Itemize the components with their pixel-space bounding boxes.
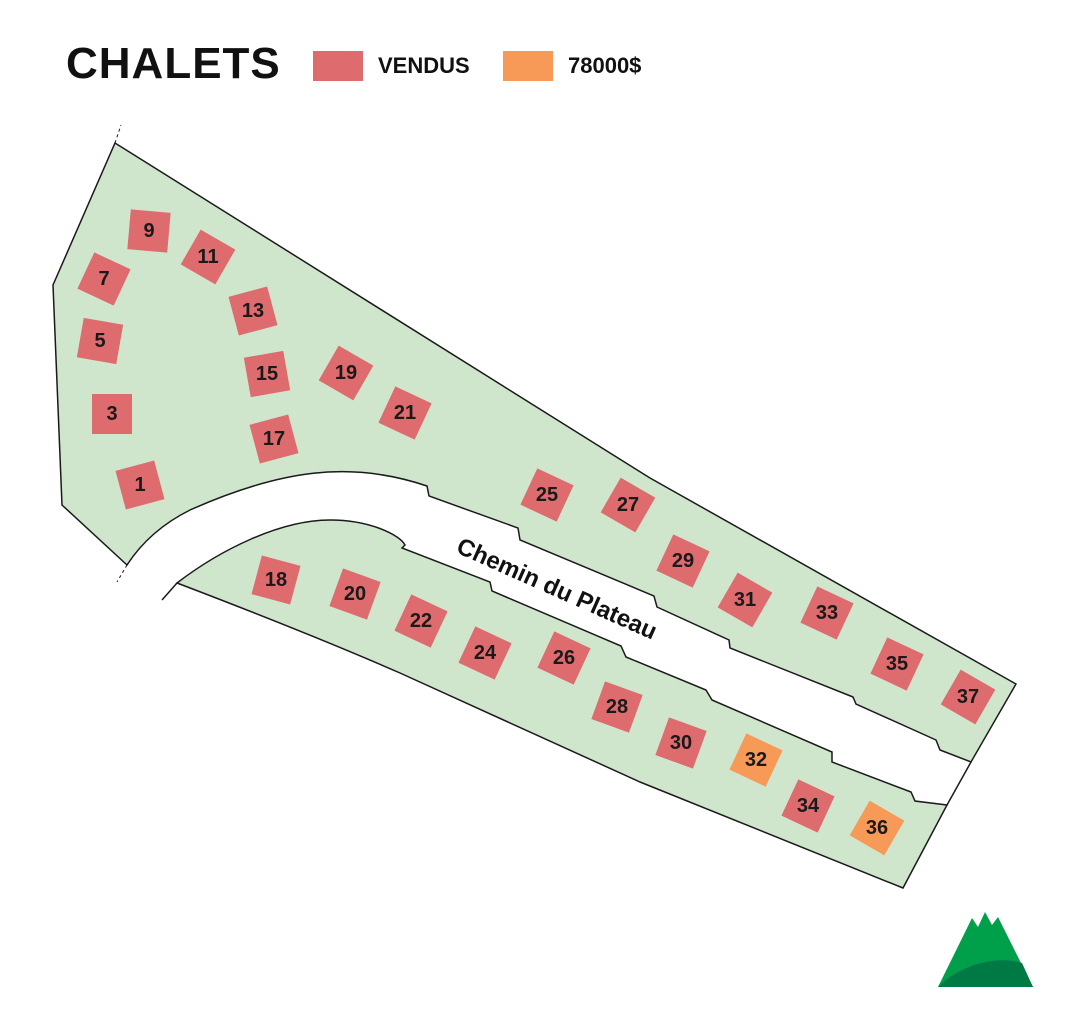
mountain-logo-icon <box>938 912 1033 987</box>
lot-19-label: 19 <box>335 362 357 384</box>
lot-33[interactable]: 33 <box>800 586 854 640</box>
lot-27[interactable]: 27 <box>600 477 656 533</box>
lot-26[interactable]: 26 <box>537 631 591 685</box>
legend-swatch-available <box>503 51 553 81</box>
lot-22[interactable]: 22 <box>394 594 448 648</box>
lot-15[interactable]: 15 <box>243 350 291 398</box>
map-title: CHALETS <box>66 39 281 88</box>
lot-1-shape[interactable] <box>115 460 165 510</box>
legend-swatch-sold <box>313 51 363 81</box>
lot-19[interactable]: 19 <box>318 345 374 401</box>
lot-28-label: 28 <box>606 696 628 718</box>
lot-31-label: 31 <box>734 589 756 611</box>
north-parcel <box>52 141 1018 763</box>
lot-29-shape[interactable] <box>656 534 710 588</box>
lot-28[interactable]: 28 <box>591 681 643 733</box>
lot-35-label: 35 <box>886 653 908 675</box>
lot-5-label: 5 <box>94 330 105 352</box>
lot-13-label: 13 <box>242 300 264 322</box>
road-edge-west <box>161 582 178 601</box>
lot-7-label: 7 <box>98 268 109 290</box>
lot-5[interactable]: 5 <box>76 317 124 365</box>
lot-24-label: 24 <box>474 642 497 664</box>
lot-26-shape[interactable] <box>537 631 591 685</box>
lot-29-label: 29 <box>672 550 694 572</box>
lot-9-shape[interactable] <box>127 209 171 253</box>
lot-11-label: 11 <box>197 246 218 268</box>
lot-1[interactable]: 1 <box>115 460 165 510</box>
lot-36-shape[interactable] <box>849 800 905 856</box>
lot-30-label: 30 <box>670 732 692 754</box>
lot-25[interactable]: 25 <box>520 468 574 522</box>
lot-3-shape[interactable] <box>92 394 132 434</box>
lot-30-shape[interactable] <box>655 717 707 769</box>
lot-11-shape[interactable] <box>180 229 236 285</box>
lot-25-label: 25 <box>536 484 558 506</box>
lot-17-shape[interactable] <box>249 414 299 464</box>
lot-5-shape[interactable] <box>76 317 124 365</box>
lot-21[interactable]: 21 <box>378 386 432 440</box>
lot-24-shape[interactable] <box>458 626 512 680</box>
lot-36-label: 36 <box>866 817 888 839</box>
lot-22-shape[interactable] <box>394 594 448 648</box>
lot-13-shape[interactable] <box>228 286 278 336</box>
road-edge-east <box>946 761 972 806</box>
lot-21-label: 21 <box>394 402 416 424</box>
lot-18[interactable]: 18 <box>251 555 301 605</box>
lot-30[interactable]: 30 <box>655 717 707 769</box>
lot-33-label: 33 <box>816 602 838 624</box>
lot-26-label: 26 <box>553 647 575 669</box>
lot-35-shape[interactable] <box>870 637 924 691</box>
lot-17[interactable]: 17 <box>249 414 299 464</box>
lot-7-shape[interactable] <box>77 252 131 306</box>
lot-21-shape[interactable] <box>378 386 432 440</box>
lot-29[interactable]: 29 <box>656 534 710 588</box>
lot-1-label: 1 <box>134 474 145 496</box>
lot-34-label: 34 <box>797 795 820 817</box>
lot-15-label: 15 <box>256 363 278 385</box>
lot-9[interactable]: 9 <box>127 209 171 253</box>
lot-7[interactable]: 7 <box>77 252 131 306</box>
lot-22-label: 22 <box>410 610 432 632</box>
lot-34[interactable]: 34 <box>781 779 835 833</box>
lot-11[interactable]: 11 <box>180 229 236 285</box>
legend-label-sold: VENDUS <box>378 53 470 78</box>
lot-33-shape[interactable] <box>800 586 854 640</box>
lot-27-shape[interactable] <box>600 477 656 533</box>
lot-17-label: 17 <box>263 428 285 450</box>
boundary-dash-north <box>114 124 122 144</box>
lot-3-label: 3 <box>106 403 117 425</box>
lot-28-shape[interactable] <box>591 681 643 733</box>
lot-24[interactable]: 24 <box>458 626 512 680</box>
lot-37-shape[interactable] <box>940 669 996 725</box>
lot-3[interactable]: 3 <box>92 394 132 434</box>
lot-18-shape[interactable] <box>251 555 301 605</box>
lot-18-label: 18 <box>265 569 287 591</box>
legend-label-available: 78000$ <box>568 53 642 78</box>
lot-35[interactable]: 35 <box>870 637 924 691</box>
lot-13[interactable]: 13 <box>228 286 278 336</box>
lot-20-shape[interactable] <box>329 568 381 620</box>
lot-15-shape[interactable] <box>243 350 291 398</box>
legend-item-sold: VENDUS <box>313 51 470 81</box>
lot-37[interactable]: 37 <box>940 669 996 725</box>
lot-20-label: 20 <box>344 583 366 605</box>
boundary-dash-south <box>116 564 128 583</box>
lot-32-shape[interactable] <box>729 733 783 787</box>
lot-32-label: 32 <box>745 749 767 771</box>
lot-36[interactable]: 36 <box>849 800 905 856</box>
legend-item-available: 78000$ <box>503 51 641 81</box>
lot-20[interactable]: 20 <box>329 568 381 620</box>
lot-27-label: 27 <box>617 494 639 516</box>
lot-31-shape[interactable] <box>717 572 773 628</box>
lot-25-shape[interactable] <box>520 468 574 522</box>
lot-19-shape[interactable] <box>318 345 374 401</box>
lot-31[interactable]: 31 <box>717 572 773 628</box>
lot-32[interactable]: 32 <box>729 733 783 787</box>
lot-9-label: 9 <box>143 220 154 242</box>
lot-37-label: 37 <box>957 686 979 708</box>
lot-34-shape[interactable] <box>781 779 835 833</box>
